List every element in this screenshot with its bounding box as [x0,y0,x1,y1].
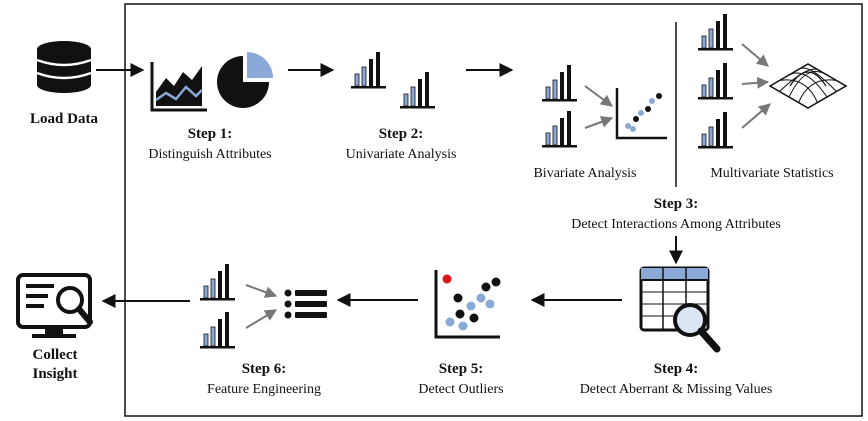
step3-desc: Detect Interactions Among Attributes [571,217,781,232]
step2-desc: Univariate Analysis [346,147,457,162]
collect-insight-label-2: Insight [32,366,77,382]
process-frame [124,3,863,417]
pie-chart-icon [217,52,273,108]
surface-plot-icon [768,63,848,109]
arrow-multivariate-b [741,76,770,89]
arrow-bivariate-b [584,116,614,129]
bar-chart-icon [199,311,236,349]
scatter-plot-icon [615,88,667,140]
step6-desc: Feature Engineering [207,382,321,397]
collect-insight-label-1: Collect [33,347,78,363]
step4-title: Step 4: [654,361,699,377]
arrow-bivariate-a [584,85,613,107]
step6-title: Step 6: [242,361,287,377]
bar-chart-icon [199,263,236,301]
scatter-plot-icon [434,270,501,339]
step5-title: Step 5: [439,361,484,377]
step4-desc: Detect Aberrant & Missing Values [580,382,773,397]
bar-chart-icon [350,51,387,89]
step1-title: Step 1: [188,126,233,142]
bivariate-label: Bivariate Analysis [533,166,636,181]
area-chart-icon [150,62,207,112]
bar-chart-icon [541,64,578,102]
arrow-multivariate-c [741,103,771,129]
step2-title: Step 2: [379,126,424,142]
database-icon [36,41,92,93]
step1-desc: Distinguish Attributes [148,147,271,162]
bar-chart-icon [399,71,436,109]
monitor-magnifier-icon [16,273,93,338]
arrow-feature-a [245,284,278,298]
arrow-multivariate-a [741,43,769,67]
table-magnifier-icon [639,266,721,353]
step5-desc: Detect Outliers [418,382,503,397]
bar-chart-icon [697,62,734,100]
load-data-label: Load Data [30,111,98,127]
bar-chart-icon [697,111,734,149]
bar-chart-icon [541,110,578,148]
multivariate-label: Multivariate Statistics [710,166,833,181]
bar-chart-icon [697,13,734,51]
step3-title: Step 3: [654,196,699,212]
list-icon [284,289,327,319]
arrow-feature-b [245,309,278,329]
